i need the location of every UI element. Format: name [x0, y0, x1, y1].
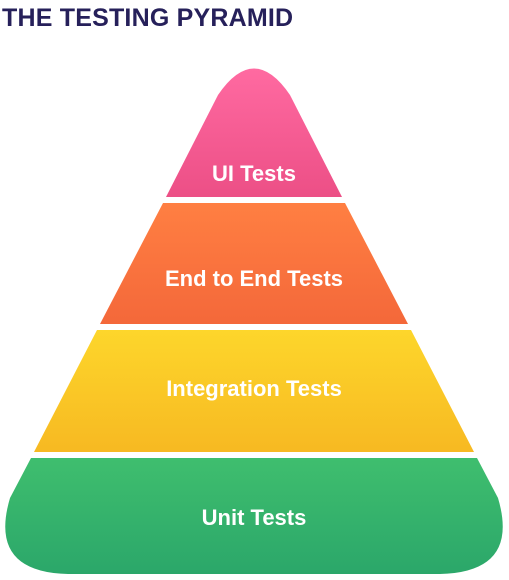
- pyramid-layer-ui-tests-label: UI Tests: [212, 161, 296, 186]
- pyramid-layer-end-to-end-tests-shape: [100, 203, 408, 324]
- pyramid-layer-end-to-end-tests-label: End to End Tests: [165, 266, 343, 291]
- pyramid-layer-ui-tests-shape: [166, 68, 342, 197]
- pyramid-layer-unit-tests-shape: [5, 458, 503, 574]
- pyramid-layer-unit-tests: Unit Tests: [5, 458, 503, 574]
- pyramid-layer-end-to-end-tests: End to End Tests: [100, 203, 408, 324]
- pyramid-layer-unit-tests-label: Unit Tests: [202, 505, 307, 530]
- pyramid-layer-ui-tests: UI Tests: [166, 68, 342, 197]
- pyramid-layer-integration-tests-label: Integration Tests: [166, 376, 342, 401]
- pyramid-layer-integration-tests: Integration Tests: [34, 330, 474, 452]
- page-title: THE TESTING PYRAMID: [2, 4, 294, 32]
- pyramid-layer-integration-tests-shape: [34, 330, 474, 452]
